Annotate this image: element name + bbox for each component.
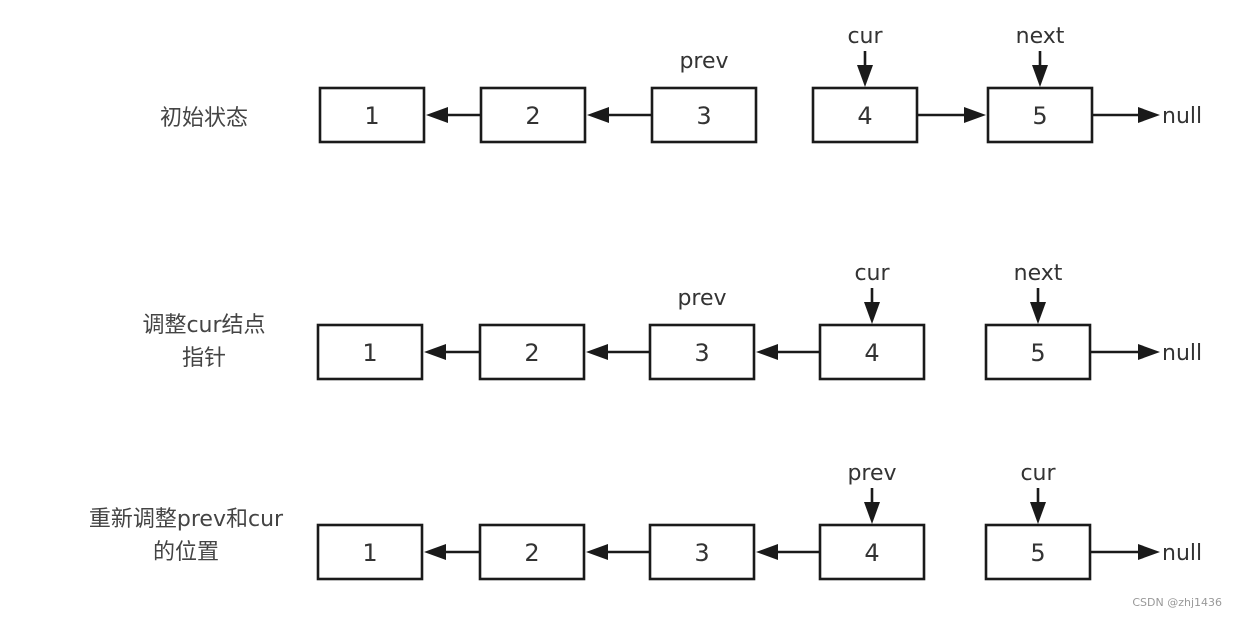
list-node-value: 5 (1030, 339, 1045, 367)
list-node-value: 5 (1032, 102, 1047, 130)
pointer-label-cur: cur (1020, 461, 1056, 486)
list-node-box (818, 523, 926, 581)
list-node-box (984, 323, 1092, 381)
diagram-row: 重新调整prev和cur 的位置 null 1 2 3 4 5 prev cur (89, 461, 1202, 581)
pointer-label-next: next (1014, 261, 1063, 286)
watermark: CSDN @zhj1436 (1132, 596, 1222, 609)
pointer-label-cur: cur (854, 261, 890, 286)
link-arrowhead (586, 544, 608, 560)
row-label-line: 重新调整prev和cur (89, 507, 284, 532)
pointer-label-next: next (1016, 24, 1065, 49)
null-link-arrowhead (1138, 344, 1160, 360)
link-arrowhead (426, 107, 448, 123)
list-node-value: 2 (524, 339, 539, 367)
link-arrowhead (424, 544, 446, 560)
pointer-label-prev: prev (847, 461, 896, 486)
list-node-box (316, 523, 424, 581)
null-label: null (1162, 104, 1202, 129)
link-arrowhead (756, 544, 778, 560)
null-label: null (1162, 541, 1202, 566)
row-label-line: 的位置 (153, 540, 219, 565)
link-arrowhead (587, 107, 609, 123)
list-node-box (648, 523, 756, 581)
list-node-value: 4 (857, 102, 872, 130)
row-label-line: 初始状态 (160, 106, 248, 131)
list-node-box (986, 86, 1094, 144)
pointer-arrowhead (1030, 502, 1046, 524)
list-node-box (478, 323, 586, 381)
list-node-box (648, 323, 756, 381)
list-node-box (478, 523, 586, 581)
pointer-arrowhead (857, 65, 873, 87)
list-node-value: 1 (364, 102, 379, 130)
list-node-value: 5 (1030, 539, 1045, 567)
link-arrowhead (964, 107, 986, 123)
list-node-box (650, 86, 758, 144)
pointer-label-prev: prev (677, 286, 726, 311)
pointer-label-cur: cur (847, 24, 883, 49)
pointer-arrowhead (864, 302, 880, 324)
pointer-arrowhead (1030, 302, 1046, 324)
null-link-arrowhead (1138, 544, 1160, 560)
link-arrowhead (586, 344, 608, 360)
list-node-box (479, 86, 587, 144)
list-node-value: 3 (694, 339, 709, 367)
list-node-value: 4 (864, 539, 879, 567)
link-arrowhead (424, 344, 446, 360)
row-label-line: 调整cur结点 (142, 313, 265, 338)
null-link-arrowhead (1138, 107, 1160, 123)
list-node-value: 1 (362, 539, 377, 567)
list-node-value: 3 (694, 539, 709, 567)
list-node-box (818, 323, 926, 381)
list-node-value: 3 (696, 102, 711, 130)
link-arrowhead (756, 344, 778, 360)
pointer-arrowhead (1032, 65, 1048, 87)
row-label-line: 指针 (182, 346, 226, 371)
list-node-box (811, 86, 919, 144)
list-node-box (318, 86, 426, 144)
list-node-value: 1 (362, 339, 377, 367)
list-node-value: 2 (525, 102, 540, 130)
null-label: null (1162, 341, 1202, 366)
diagram-row: 初始状态 null 1 2 3 4 5 prev cur next (160, 24, 1202, 144)
list-node-value: 2 (524, 539, 539, 567)
pointer-arrowhead (864, 502, 880, 524)
list-node-value: 4 (864, 339, 879, 367)
list-node-box (316, 323, 424, 381)
list-node-box (984, 523, 1092, 581)
pointer-label-prev: prev (679, 49, 728, 74)
